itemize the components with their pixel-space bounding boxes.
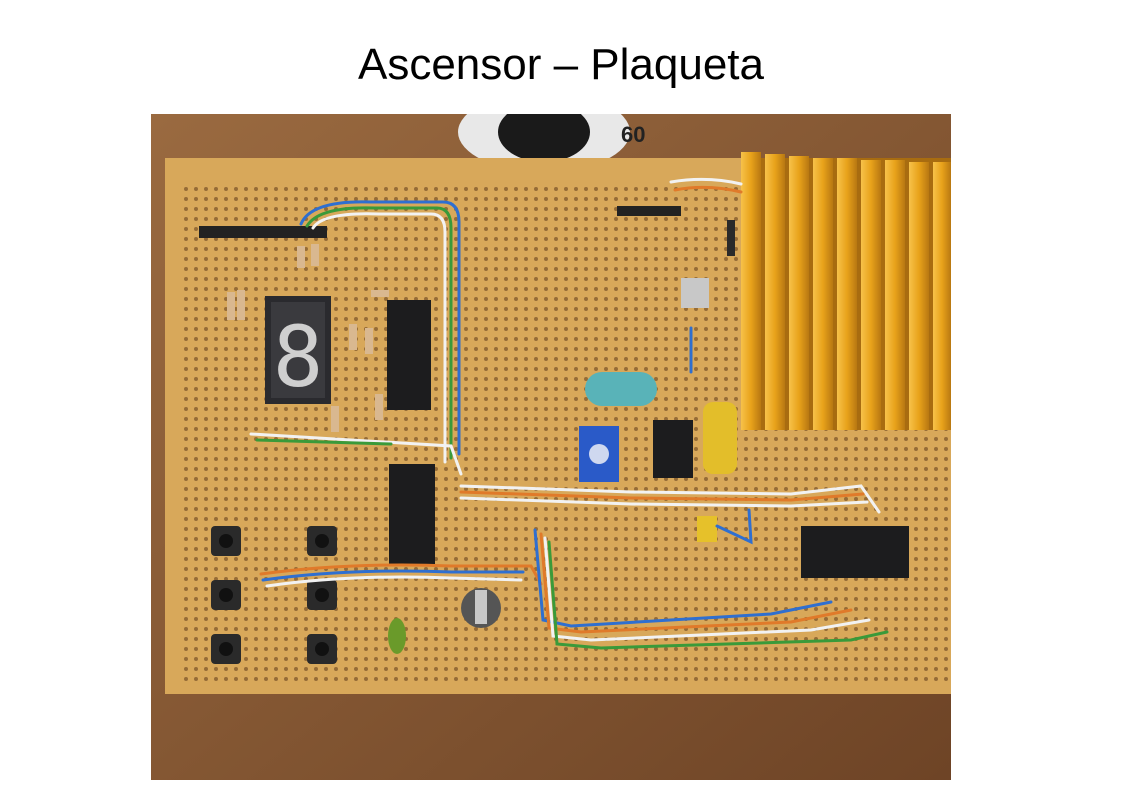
resistor-group — [227, 244, 389, 432]
heatsink — [741, 152, 951, 430]
display-digit: 8 — [273, 308, 324, 406]
voltage-regulator — [681, 278, 709, 308]
wire-bundle — [249, 177, 889, 650]
blue-capacitor — [585, 372, 657, 406]
yellow-capacitor — [703, 402, 737, 474]
ic-chip-small — [653, 420, 693, 478]
green-capacitor — [388, 618, 406, 654]
pin-header-right — [617, 206, 681, 216]
circuit-board-photo: 60 8 — [151, 114, 951, 780]
diode — [727, 220, 735, 256]
ic-chip-middle — [389, 464, 435, 566]
small-jumper — [697, 516, 717, 542]
ic-chip-right — [801, 526, 909, 578]
pin-header-left — [199, 226, 327, 238]
solder-spool: 60 — [458, 114, 645, 172]
ic-chip-top — [387, 300, 431, 410]
seven-segment-display: 8 — [265, 296, 331, 406]
spool-label: 60 — [621, 122, 645, 147]
slide-title: Ascensor – Plaqueta — [357, 40, 765, 89]
